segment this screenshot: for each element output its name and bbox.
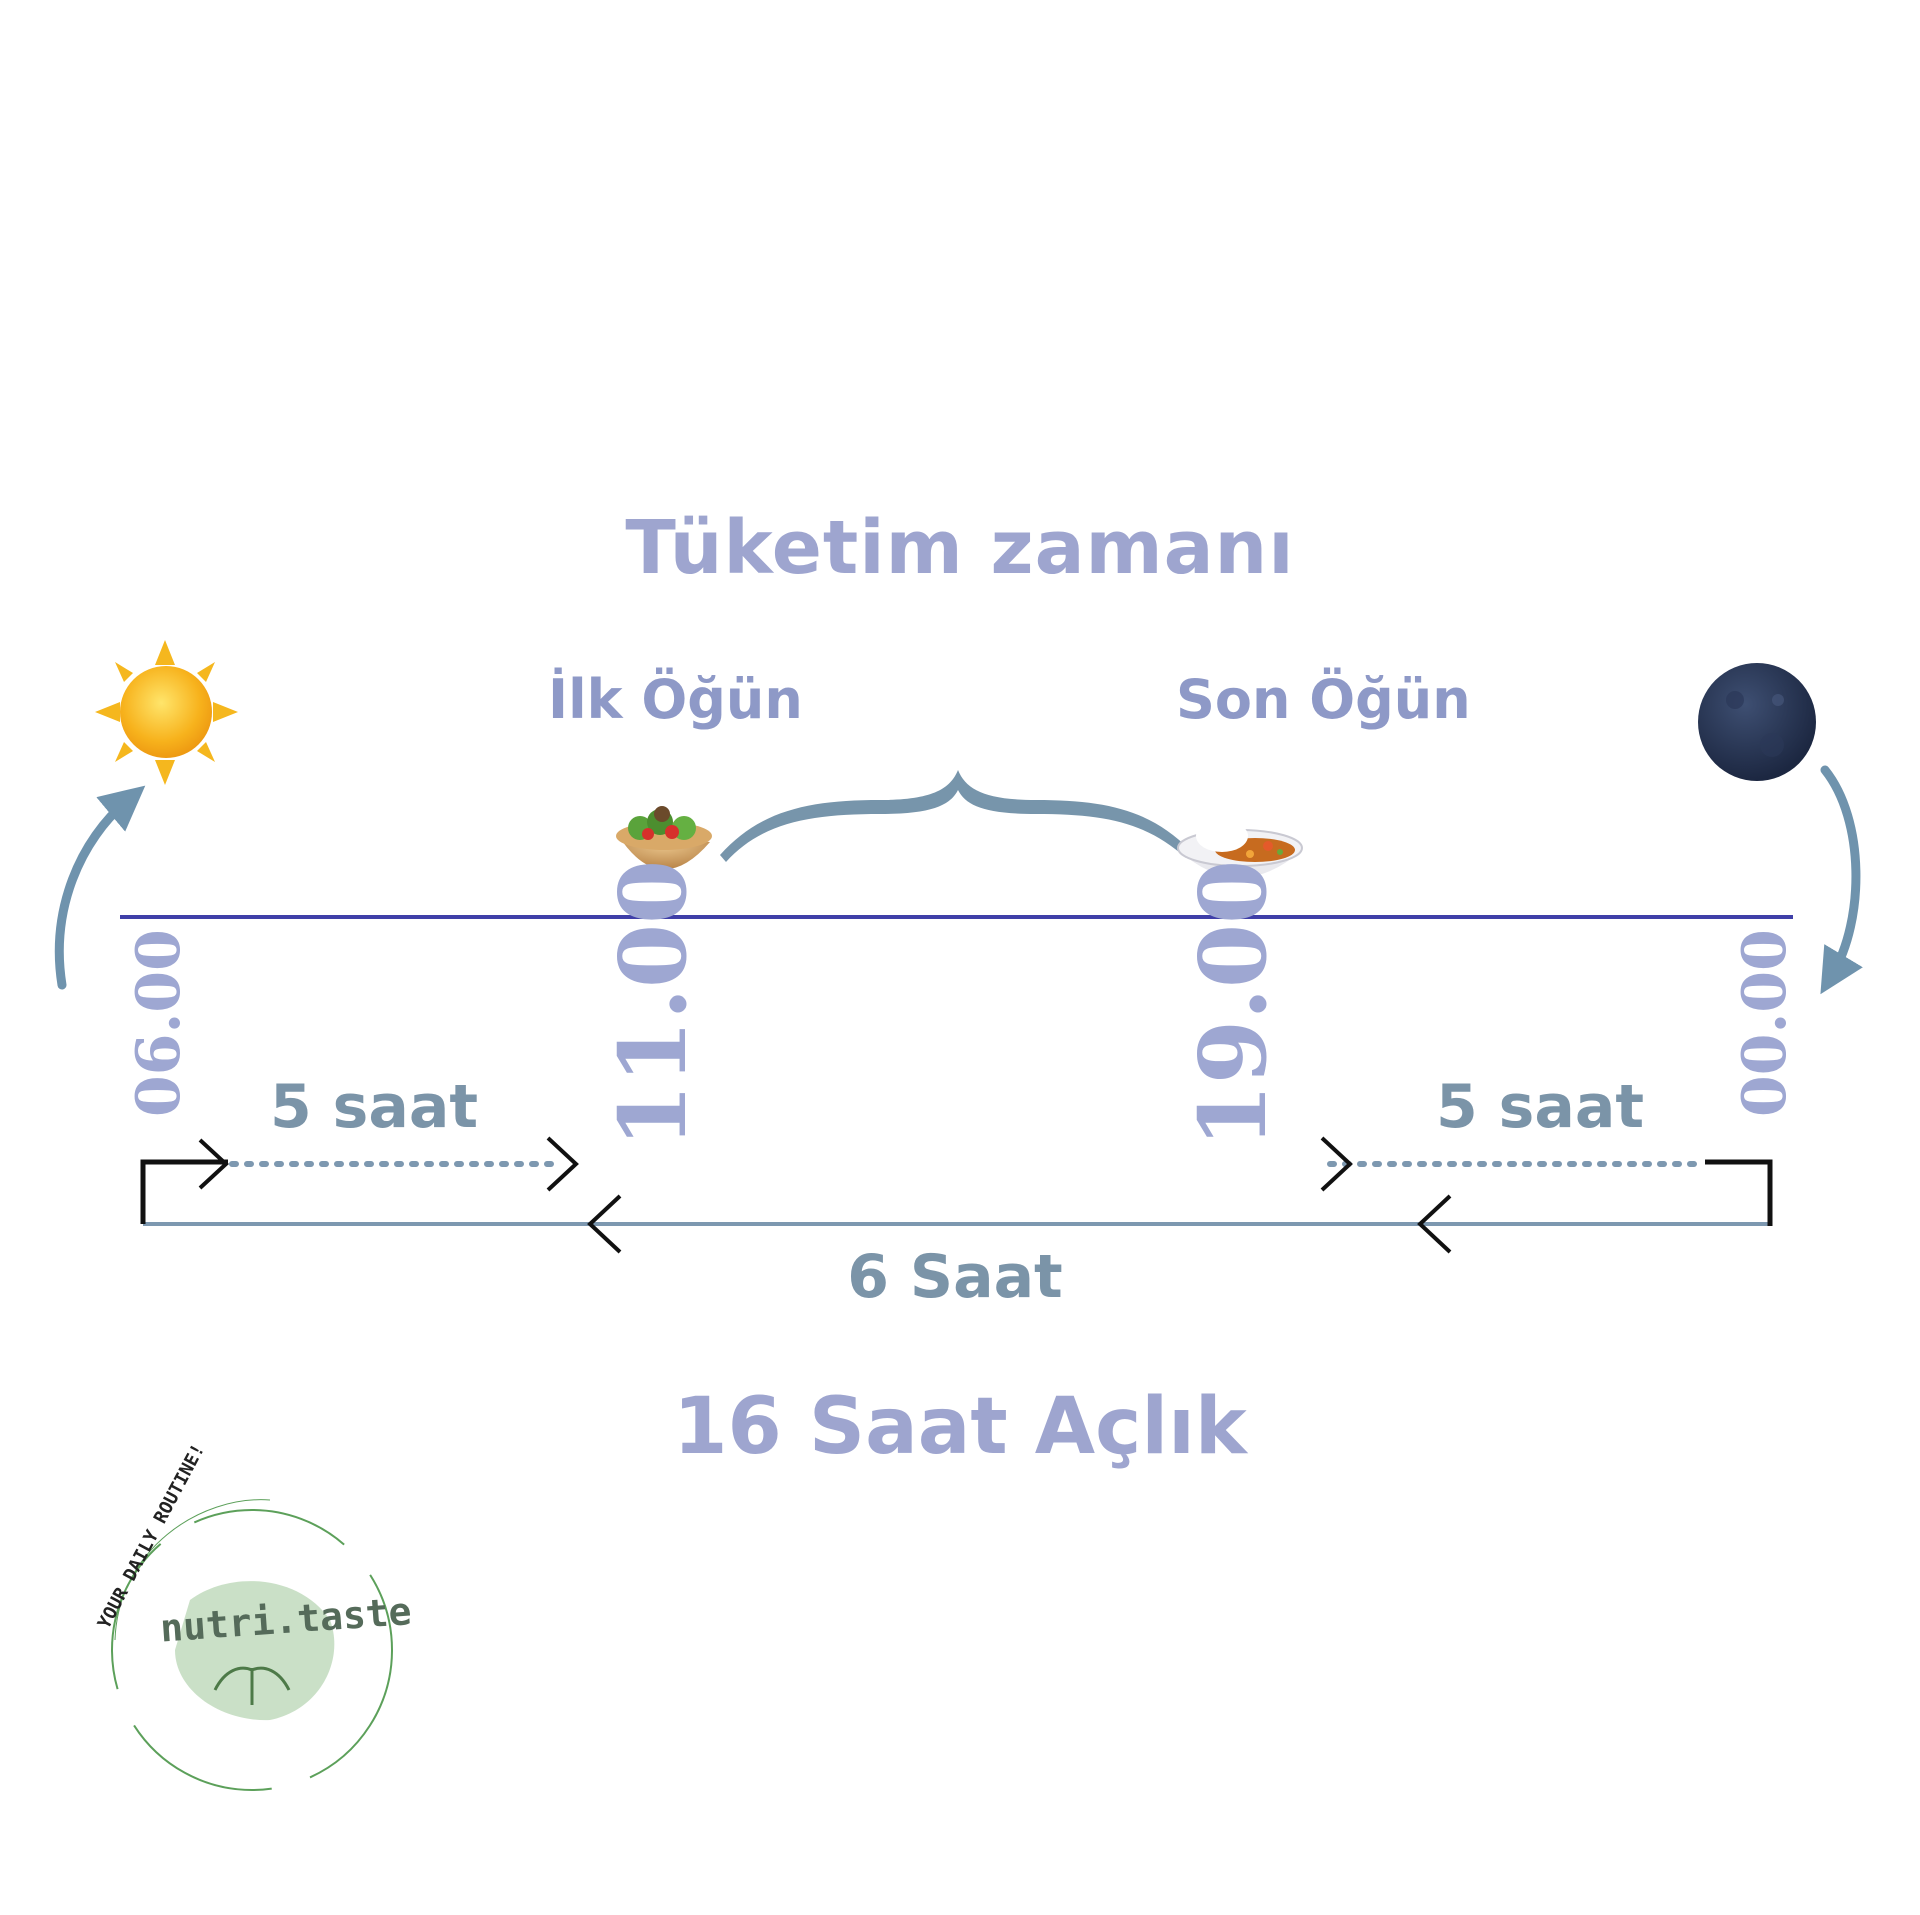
salad-bowl-icon [616,806,712,870]
sunrise-arrow [54,785,146,990]
fasting-summary: 16 Saat Açlık [673,1382,1247,1472]
eating-window-brace [720,770,1190,862]
sun-icon [95,640,238,785]
time-start: 06.00 [124,929,194,1117]
time-last-meal: 19.00 [1179,859,1287,1148]
morning-dotted-arrow [198,1136,579,1192]
moon-icon [1698,663,1816,781]
nightfall-arrow [1820,765,1863,995]
time-midnight: 00.00 [1730,929,1800,1117]
duration-gap: 6 Saat [847,1242,1063,1312]
duration-night: 5 saat [1436,1072,1645,1142]
curry-rice-icon [1177,820,1303,878]
time-first-meal: 11.00 [599,859,707,1148]
logo-ring-arc [114,1499,271,1641]
last-meal-label: Son Öğün [1176,668,1471,731]
night-dotted-arrow [1320,1136,1703,1192]
fasting-bracket [140,1159,1773,1254]
first-meal-label: İlk Öğün [548,668,803,731]
page-title: Tüketim zamanı [625,505,1295,591]
duration-morning: 5 saat [270,1072,479,1142]
